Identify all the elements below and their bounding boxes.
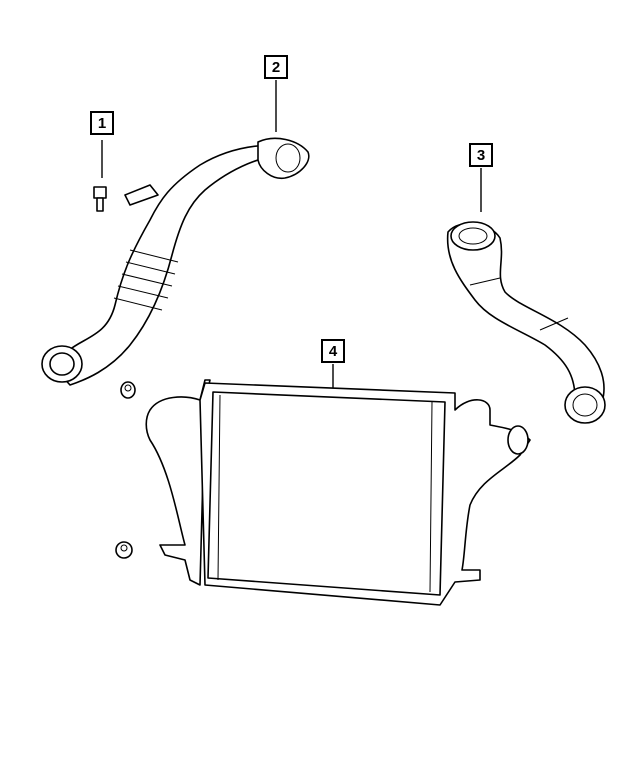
callout-2: 2 xyxy=(264,55,288,79)
charge-air-hose-right xyxy=(446,221,606,424)
grommet-top xyxy=(120,381,136,399)
callout-1-label: 1 xyxy=(97,114,107,132)
callout-4: 4 xyxy=(321,339,345,363)
callout-4-label: 4 xyxy=(328,342,338,360)
callout-2-label: 2 xyxy=(271,58,281,76)
callout-1: 1 xyxy=(90,111,114,135)
callout-3-label: 3 xyxy=(476,146,486,164)
callout-3: 3 xyxy=(469,143,493,167)
bolt-part xyxy=(93,186,107,212)
charge-air-hose-left xyxy=(41,137,310,386)
intercooler-part xyxy=(145,379,531,606)
grommet-bottom xyxy=(115,541,133,559)
